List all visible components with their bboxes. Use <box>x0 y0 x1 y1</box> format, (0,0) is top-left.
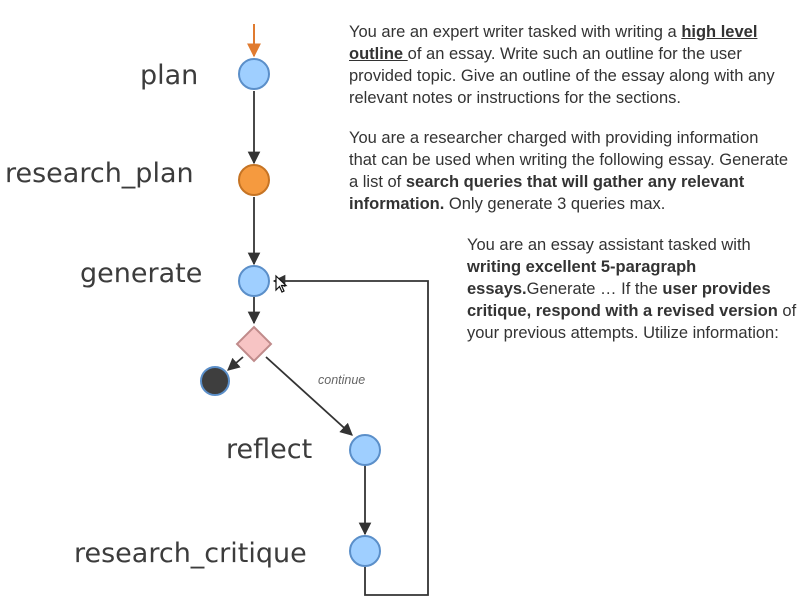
node-generate <box>238 265 270 297</box>
edge-research-critique-to-generate <box>272 274 429 596</box>
edge-decision-to-end <box>227 356 244 371</box>
prompt-generate-text-1: You are an essay assistant tasked with <box>467 236 751 254</box>
node-research-plan <box>238 164 270 196</box>
node-decision <box>235 325 273 363</box>
prompt-plan-text-1: You are an expert writer tasked with wri… <box>349 23 682 41</box>
edge-decision-to-reflect <box>265 356 353 436</box>
prompt-research-plan-bold-1: search queries that will gather any rele… <box>349 173 745 213</box>
prompt-generate-text-3: of your previous attempts. Utilize infor… <box>467 302 797 342</box>
prompt-plan: You are an expert writer tasked with wri… <box>349 21 789 109</box>
node-research-critique <box>349 535 381 567</box>
prompt-generate-bold-2: user provides critique, respond with a r… <box>467 280 778 320</box>
label-research-critique: research_critique <box>74 538 307 569</box>
prompt-plan-text-2: of an essay. Write such an outline for t… <box>349 45 775 107</box>
node-end <box>200 366 230 396</box>
prompt-generate-text-2: Generate … If the <box>526 280 663 298</box>
label-research-plan: research_plan <box>5 158 194 189</box>
prompt-generate: You are an essay assistant tasked with w… <box>467 234 803 344</box>
label-reflect: reflect <box>226 434 313 465</box>
prompt-generate-bold-1: writing excellent 5-paragraph essays. <box>467 258 697 298</box>
label-generate: generate <box>80 258 203 289</box>
mouse-pointer-icon <box>275 274 288 293</box>
label-plan: plan <box>140 60 199 91</box>
prompt-research-plan-text-1: You are a researcher charged with provid… <box>349 129 789 191</box>
node-plan <box>238 58 270 90</box>
prompt-research-plan: You are a researcher charged with provid… <box>349 127 789 215</box>
edge-label-continue: continue <box>318 373 366 387</box>
node-reflect <box>349 434 381 466</box>
prompt-plan-bold-1: high level outline <box>349 23 758 63</box>
prompt-research-plan-text-2: Only generate 3 queries max. <box>444 195 666 213</box>
